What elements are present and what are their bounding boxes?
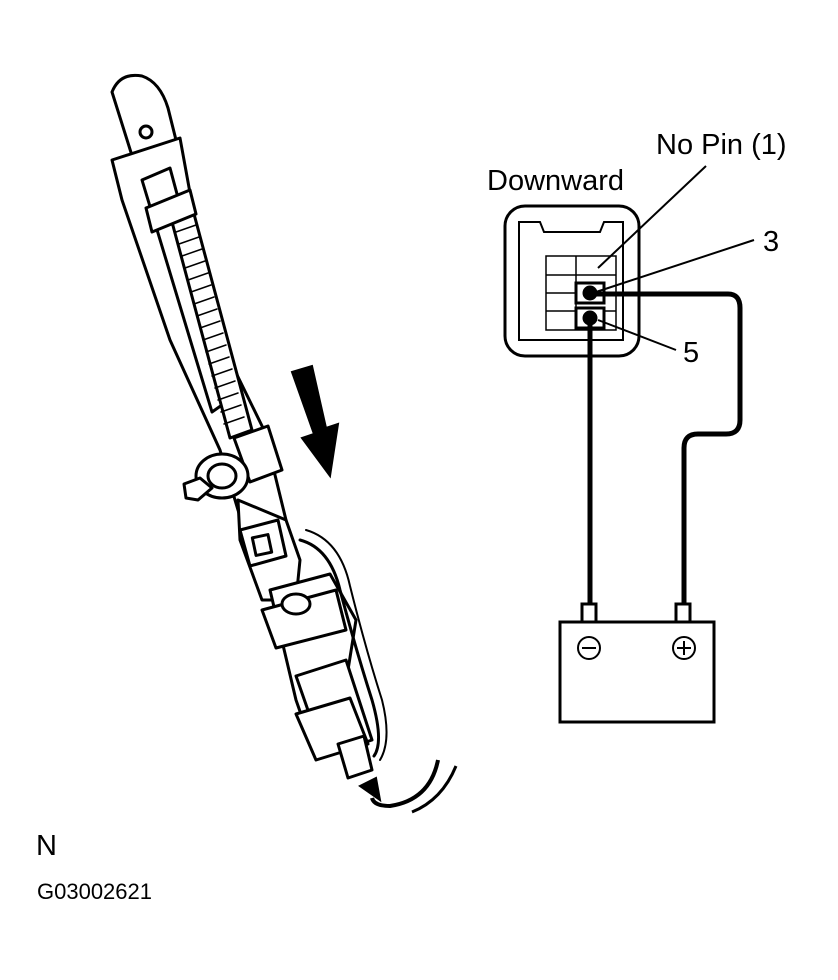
screw-threads bbox=[175, 224, 245, 425]
connector-face bbox=[503, 204, 641, 358]
rotation-arrow bbox=[358, 759, 458, 814]
negative-symbol-circle bbox=[577, 636, 601, 660]
label-no-pin: No Pin (1) bbox=[656, 129, 787, 161]
leader-lines bbox=[595, 165, 755, 351]
leader-no-pin bbox=[597, 165, 707, 269]
test-leads bbox=[587, 291, 743, 610]
negative-terminal bbox=[580, 602, 598, 624]
positive-terminal bbox=[674, 602, 692, 624]
positive-symbol-circle bbox=[672, 636, 696, 660]
leader-pin-5 bbox=[597, 319, 677, 351]
battery-body bbox=[558, 620, 716, 724]
label-pin-5: 5 bbox=[683, 337, 700, 369]
positive-lead bbox=[596, 291, 743, 610]
pin-5-dot bbox=[582, 310, 598, 326]
battery bbox=[558, 602, 716, 724]
carriage-block bbox=[144, 188, 198, 234]
view-letter: N bbox=[36, 830, 57, 862]
label-downward: Downward bbox=[487, 165, 624, 197]
pin-3-dot bbox=[582, 285, 598, 301]
pivot-stud bbox=[182, 476, 214, 502]
downward-arrow bbox=[290, 364, 340, 479]
mounting-hole bbox=[138, 124, 154, 140]
wire-harness bbox=[298, 538, 380, 758]
leader-pin-3 bbox=[595, 239, 755, 293]
actuator-assembly bbox=[110, 73, 388, 780]
label-pin-3: 3 bbox=[763, 226, 780, 258]
mounting-tab bbox=[110, 73, 178, 164]
figure-code: G03002621 bbox=[37, 879, 152, 904]
